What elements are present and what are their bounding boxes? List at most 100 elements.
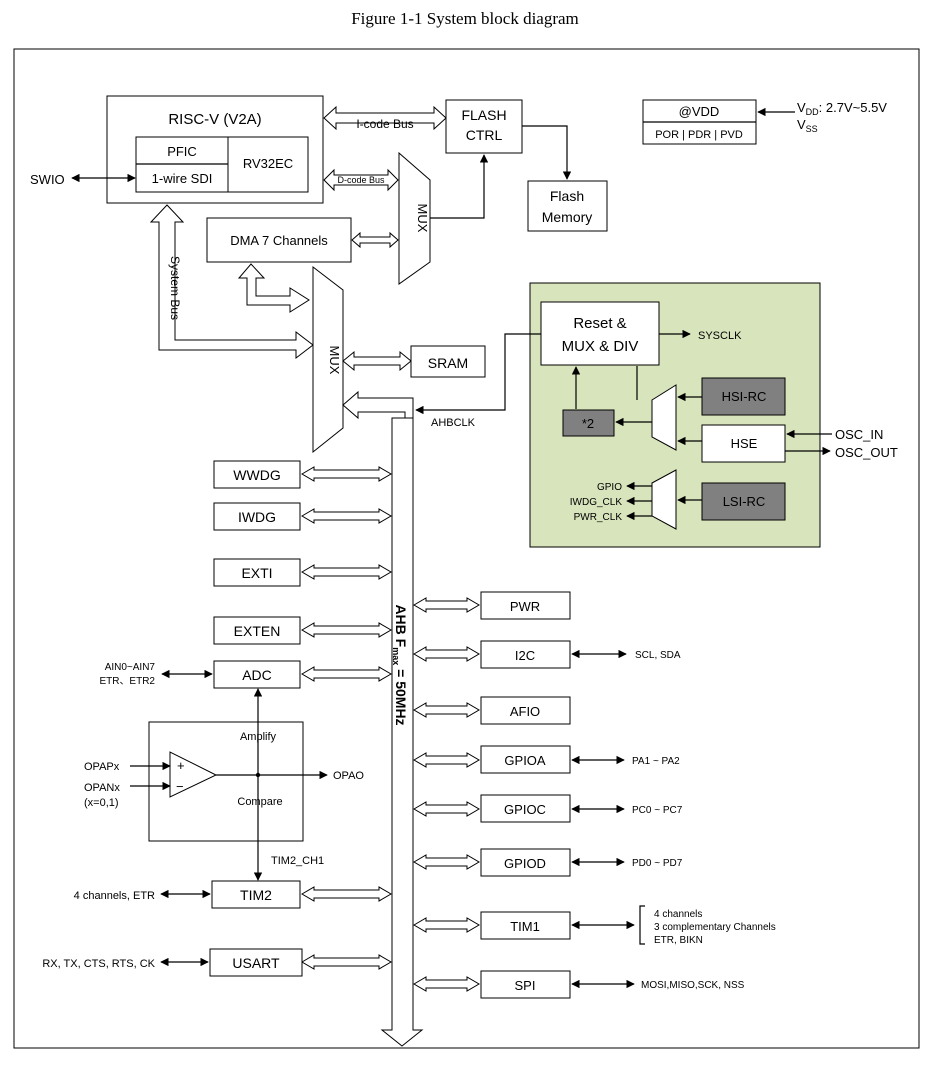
gpiod-box [480,848,571,877]
iwdg-bus-arrow [301,508,392,524]
spi-label: SPI [515,978,536,993]
vss-text: VSS [797,117,818,134]
opan-label: OPANx [84,782,120,794]
usart-label: USART [232,955,280,971]
gpioa-label: GPIOA [504,753,546,768]
tim1-io-line3: ETR, BIKN [654,935,703,946]
i2c-box [480,640,571,669]
gpioc-io-label: PC0 ~ PC7 [632,805,683,816]
right-bus-arrows [413,597,480,992]
reset-mux-div-box [540,301,660,366]
lsi-rc-label: LSI-RC [723,494,766,509]
flash-ctrl-box [445,99,523,154]
usart-box [209,948,303,977]
gpiod-io-label: PD0 ~ PD7 [632,858,683,869]
core-title: RISC-V (V2A) [168,111,261,128]
pwr-bus-arrow [413,597,480,613]
exten-box [213,616,301,645]
tim1-io-line2: 3 complementary Channels [654,922,776,933]
left-bus-arrows [301,466,392,970]
reset-line2: MUX & DIV [562,338,639,355]
osc-out-label: OSC_OUT [835,445,898,460]
hs-clock-mux [651,384,677,451]
swio-label: SWIO [30,172,65,187]
lsi-output-gpio: GPIO [597,482,622,493]
mux-to-flash-ctrl-arrow [430,154,489,219]
hse-box [701,424,786,463]
flash-memory-line1: Flash [550,188,584,204]
ls-clock-mux [651,469,677,530]
vdd-text: VDD: 2.7V~5.5V [797,100,887,117]
flash-ctrl-to-memory-arrow [522,125,572,180]
flash-memory-box [527,180,608,232]
dcode-bus-arrow [323,168,399,192]
iwdg-label: IWDG [238,509,276,525]
iwdg-box [213,502,301,531]
pfic-label: PFIC [167,144,197,159]
sram-box [410,345,486,378]
vdd-domain-label: @VDD [679,104,720,119]
osc-in-label: OSC_IN [835,427,883,442]
i2c-io-label: SCL, SDA [635,650,681,661]
gpioc-box [480,794,571,823]
i2c-bus-arrow [413,646,480,662]
sysclk-label: SYSCLK [698,330,742,342]
ahb-bus [380,417,424,1047]
hse-label: HSE [731,436,758,451]
flash-mux [398,151,431,285]
gpiod-bus-arrow [413,854,480,870]
i2c-label: I2C [515,648,535,663]
flash-memory-line2: Memory [542,209,593,225]
ahb-bus-label: AHB Fmax = 50MHz [391,604,409,725]
dma-to-bus-mux-arrow [237,263,310,313]
lsi-output-iwdg: IWDG_CLK [570,497,623,508]
opamp-plus: + [177,758,185,773]
tim1-box [480,911,571,940]
tim2-box [211,880,301,909]
ahbclk-label: AHBCLK [431,417,476,429]
spi-io-label: MOSI,MISO,SCK, NSS [641,980,745,991]
exten-label: EXTEN [234,623,281,639]
mux-to-sram-arrow [342,350,412,372]
tim1-io-bracket [639,905,645,945]
dma-label: DMA 7 Channels [230,233,328,248]
gpioc-bus-arrow [413,801,480,817]
opamp-triangle [169,751,218,798]
spi-box [480,970,571,999]
gpioc-label: GPIOC [504,802,546,817]
exten-bus-arrow [301,622,392,638]
tim2-label: TIM2 [240,887,272,903]
power-monitors-label: POR | PDR | PVD [655,129,743,141]
bus-mux-label: MUX [327,346,342,375]
flash-mux-label: MUX [415,204,430,233]
opan-x-label: (x=0,1) [84,797,119,809]
tim1-bus-arrow [413,917,480,933]
ahb-to-mux-arrow [342,390,414,421]
exti-label: EXTI [241,565,272,581]
wwdg-bus-arrow [301,466,392,482]
usart-io-label: RX, TX, CTS, RTS, CK [42,958,155,970]
flash-ctrl-line2: CTRL [466,127,503,143]
afio-label: AFIO [510,704,540,719]
spi-bus-arrow [413,976,480,992]
pwr-box [480,591,571,620]
tim1-label: TIM1 [510,919,540,934]
rv32-label: RV32EC [243,156,293,171]
gpioa-bus-arrow [413,752,480,768]
opao-label: OPAO [333,770,364,782]
sdi-label: 1-wire SDI [152,171,213,186]
adc-input-line1: AIN0~AIN7 [105,662,156,673]
figure-title: Figure 1-1 System block diagram [351,9,579,28]
opap-label: OPAPx [84,761,120,773]
wwdg-label: WWDG [233,467,280,483]
reset-line1: Reset & [573,315,626,332]
flash-ctrl-line1: FLASH [461,107,506,123]
lsi-output-pwr: PWR_CLK [574,512,623,523]
adc-bus-arrow [301,666,392,682]
lsi-rc-box [701,482,786,521]
tim2-bus-arrow [301,886,392,902]
risc-v-core: RISC-V (V2A) PFIC 1-wire SDI RV32EC [106,95,324,204]
ahbclk-arrow [415,333,541,415]
hsi-rc-box [701,377,786,416]
